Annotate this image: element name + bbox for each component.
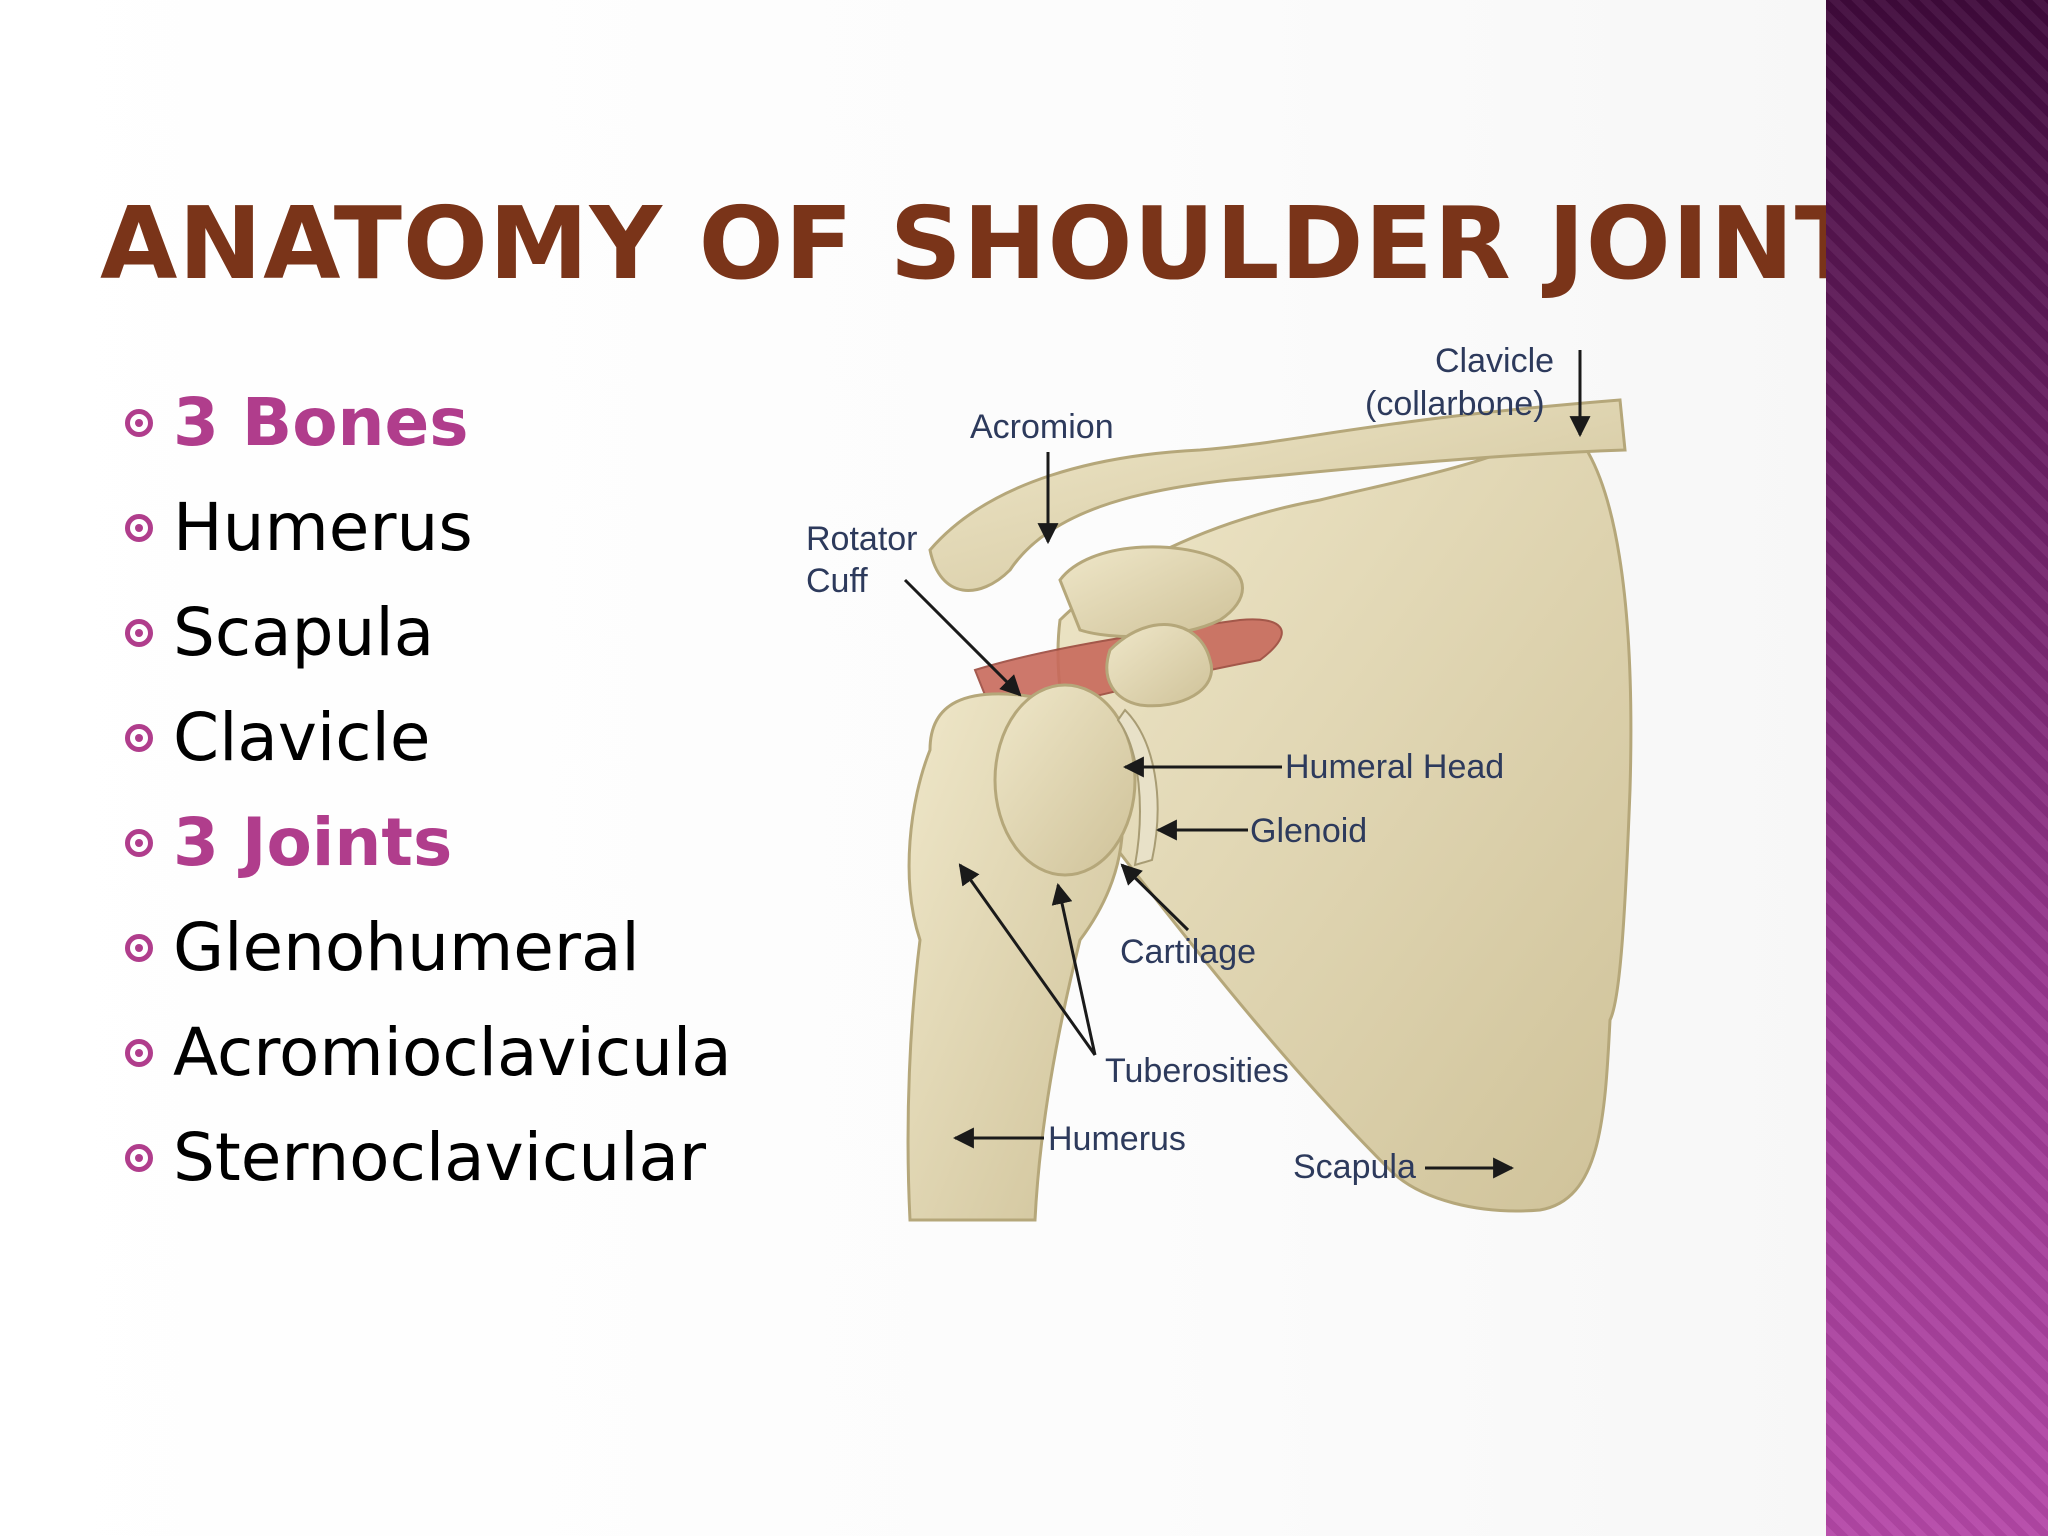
bullet-icon [125, 618, 153, 647]
bullet-item: Humerus [125, 475, 735, 580]
bullet-text: 3 Joints [173, 804, 453, 881]
slide-title: ANATOMY OF SHOULDER JOINT [100, 185, 1864, 302]
bullet-text: Sternoclavicular [173, 1119, 707, 1196]
bullet-icon [125, 1038, 153, 1067]
arrow-tuberosity-2 [1051, 882, 1097, 1056]
label-rotator-line2: Cuff [806, 562, 868, 600]
bullet-item: Scapula [125, 580, 735, 685]
arrow-rotator-cuff [903, 578, 1022, 697]
label-scapula: Scapula [1293, 1148, 1416, 1186]
slide: ANATOMY OF SHOULDER JOINT 3 Bones Humeru… [0, 0, 1863, 1536]
humeral-head [993, 683, 1137, 877]
label-cartilage: Cartilage [1120, 933, 1256, 971]
bullet-icon [125, 513, 153, 542]
label-glenoid: Glenoid [1250, 812, 1367, 850]
label-humeral-head: Humeral Head [1285, 748, 1504, 786]
bullet-text: Humerus [173, 489, 473, 566]
bullet-icon [125, 723, 153, 752]
shoulder-anatomy-diagram: Clavicle (collarbone) Acromion Rotator C… [806, 342, 1633, 1222]
bullet-icon [125, 828, 153, 857]
bullet-item: 3 Bones [125, 370, 735, 475]
bullet-text: Acromioclavicular [173, 1014, 735, 1091]
bullet-item: 3 Joints [125, 790, 735, 895]
bullet-text: Clavicle [173, 699, 431, 776]
bullet-icon [125, 1143, 153, 1172]
bullet-text: 3 Bones [173, 384, 469, 461]
bullet-item: Acromioclavicular [125, 1000, 735, 1105]
bullet-text: Glenohumeral [173, 909, 640, 986]
label-tuberosities: Tuberosities [1105, 1052, 1289, 1090]
clavicle-bone [928, 398, 1627, 592]
bullet-item: Sternoclavicular [125, 1105, 735, 1210]
label-humerus: Humerus [1048, 1120, 1186, 1158]
label-rotator-line1: Rotator [806, 520, 918, 558]
arrow-cartilage [1120, 863, 1190, 932]
label-clavicle-line2: (collarbone) [1365, 385, 1545, 423]
decorative-side-band [1826, 0, 2048, 1536]
acromion-bone [1058, 545, 1244, 639]
bullet-text: Scapula [173, 594, 435, 671]
bullet-item: Glenohumeral [125, 895, 735, 1000]
bullet-icon [125, 933, 153, 962]
label-clavicle-line1: Clavicle [1435, 342, 1554, 380]
bullet-item: Clavicle [125, 685, 735, 790]
coracoid-bone [1105, 623, 1214, 708]
label-acromion: Acromion [970, 408, 1114, 446]
bullet-icon [125, 408, 153, 437]
arrow-tuberosity-1 [958, 863, 1097, 1056]
bullet-list: 3 Bones Humerus Scapula Clavicle 3 Joint… [125, 370, 735, 1210]
